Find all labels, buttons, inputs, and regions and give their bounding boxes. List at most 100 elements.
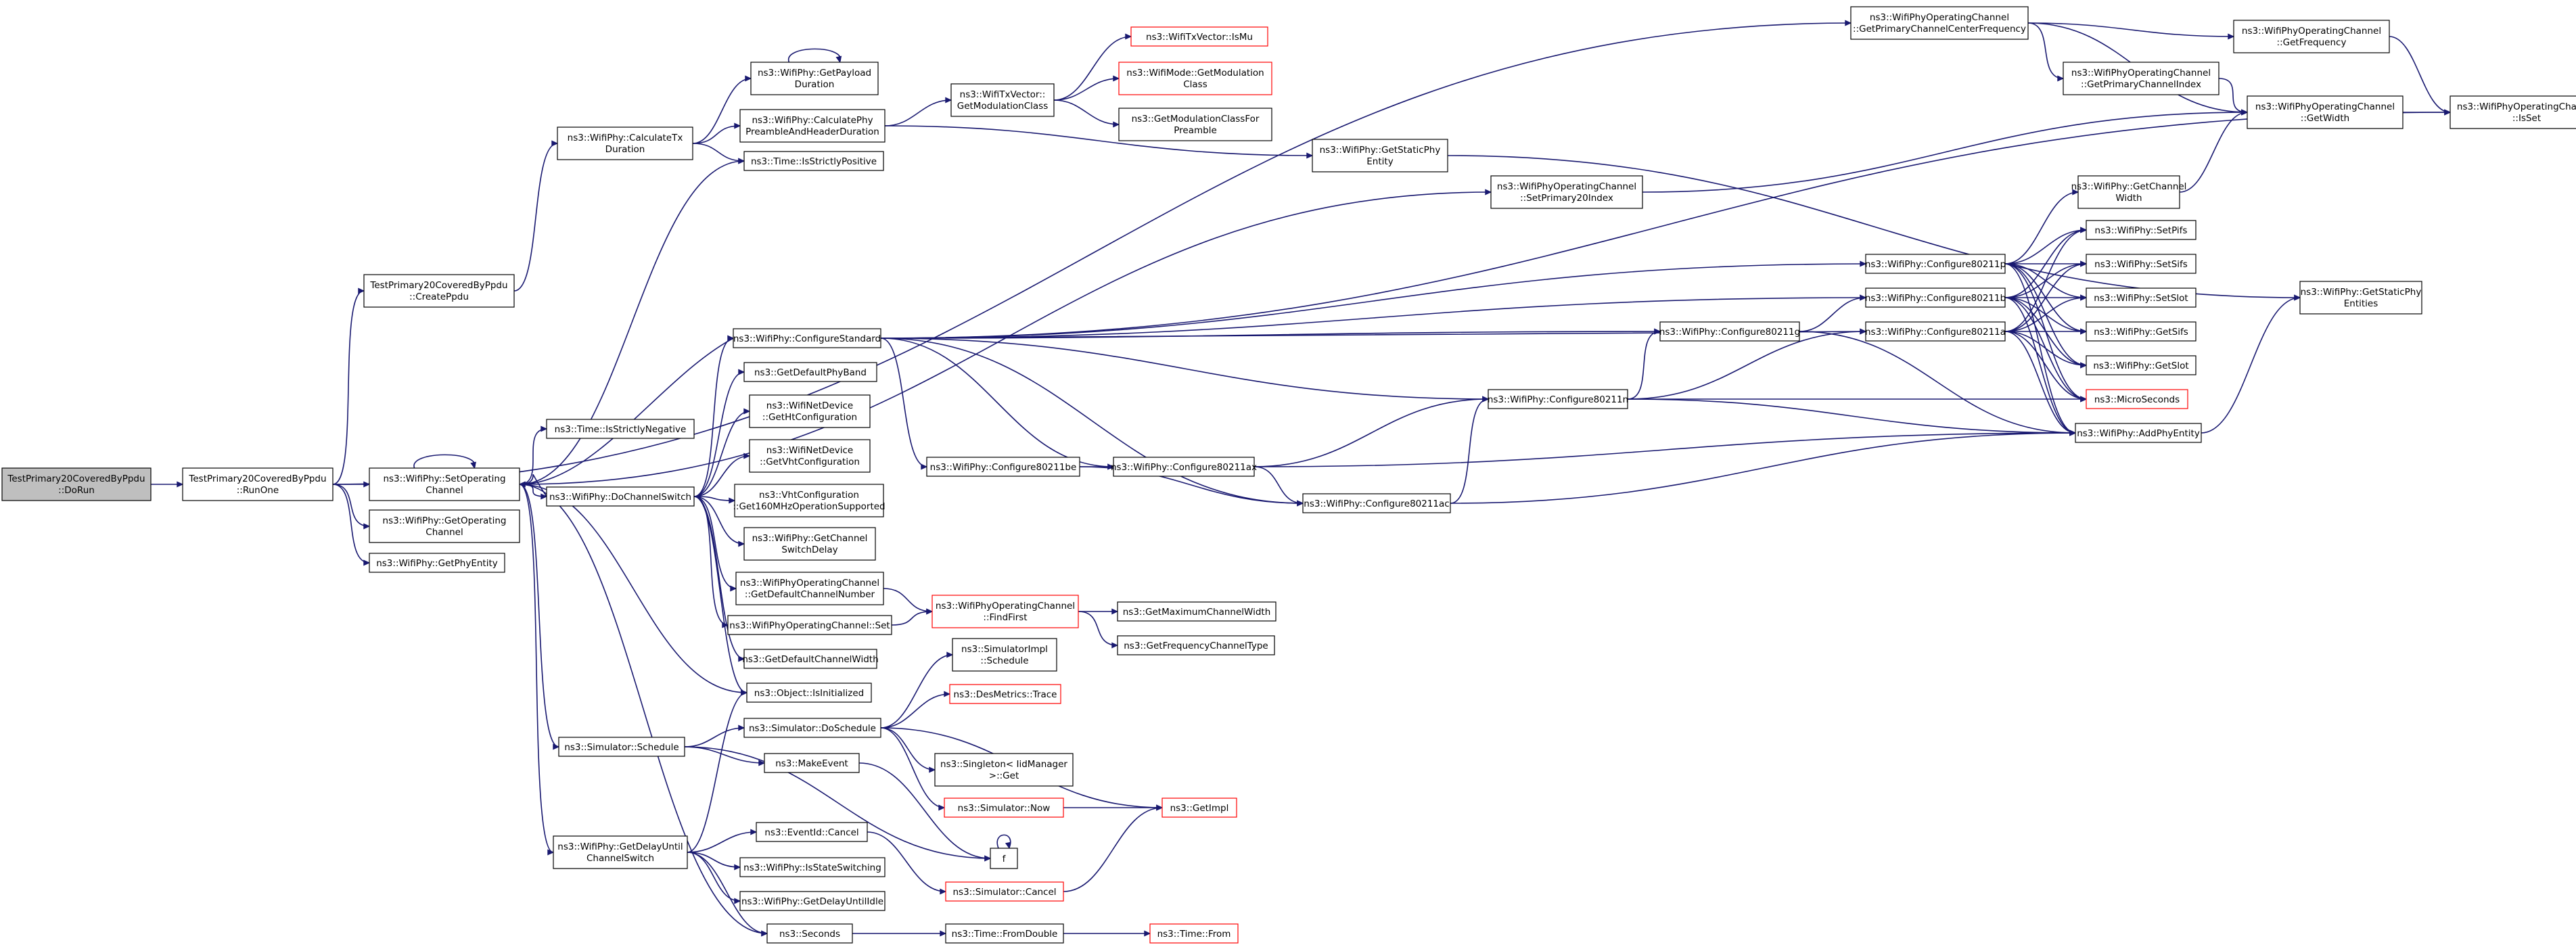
function-node[interactable]: ns3::VhtConfiguration::Get160MHzOperatio… (733, 484, 886, 517)
function-node[interactable]: f (990, 848, 1018, 869)
function-node[interactable]: ns3::WifiPhy::SetSifs (2086, 254, 2196, 274)
function-node[interactable]: ns3::WifiPhyOperatingChannel::GetFrequen… (2233, 20, 2390, 53)
function-node[interactable]: ns3::WifiPhyOperatingChannel::FindFirst (932, 595, 1079, 628)
function-node[interactable]: ns3::MicroSeconds (2086, 389, 2188, 409)
function-node[interactable]: ns3::WifiMode::GetModulationClass (1118, 62, 1272, 95)
function-node[interactable]: ns3::WifiPhy::ConfigureStandard (733, 328, 881, 348)
call-edge (880, 338, 1489, 400)
function-node[interactable]: ns3::WifiPhy::Configure80211p (1865, 254, 2006, 274)
node-label: TestPrimary20CoveredByPpdu (369, 280, 507, 291)
function-node[interactable]: ns3::WifiPhy::GetPhyEntity (369, 553, 505, 573)
function-node[interactable]: ns3::Object::IsInitialized (746, 683, 872, 703)
node-label: GetModulationClass (957, 101, 1049, 112)
function-node[interactable]: ns3::GetDefaultPhyBand (743, 362, 877, 382)
function-node[interactable]: ns3::Time::IsStrictlyNegative (546, 419, 695, 439)
function-node[interactable]: ns3::WifiPhy::GetDelayUntilIdle (739, 891, 886, 911)
function-node[interactable]: ns3::WifiPhy::AddPhyEntity (2075, 423, 2202, 443)
function-node[interactable]: ns3::SimulatorImpl::Schedule (952, 638, 1057, 672)
node-box (558, 737, 685, 757)
node-label: ns3::WifiPhyOperatingChannel (740, 578, 879, 588)
function-node[interactable]: TestPrimary20CoveredByPpdu::CreatePpdu (363, 274, 515, 308)
call-edge (519, 484, 559, 747)
function-node[interactable]: ns3::WifiTxVector::GetModulationClass (950, 83, 1055, 117)
function-node[interactable]: ns3::WifiPhy::Configure80211g (1659, 321, 1800, 342)
node-label: ns3::WifiPhy::Configure80211a (1865, 327, 2006, 338)
edge-arrowhead (547, 849, 555, 856)
function-node[interactable]: ns3::WifiPhy::SetPifs (2086, 220, 2196, 240)
node-label: ns3::GetDefaultChannelWidth (742, 654, 878, 665)
function-node[interactable]: ns3::WifiNetDevice::GetVhtConfiguration (749, 439, 871, 473)
edge-arrowhead (2057, 75, 2065, 82)
edge-arrowhead (2241, 109, 2249, 116)
node-box (749, 439, 871, 473)
function-node[interactable]: ns3::WifiPhyOperatingChannel::GetWidth (2247, 95, 2404, 129)
edge-arrowhead (1144, 930, 1151, 937)
call-edge (2004, 229, 2087, 298)
function-node[interactable]: ns3::WifiTxVector::IsMu (1130, 26, 1268, 47)
function-node[interactable]: ns3::EventId::Cancel (756, 822, 868, 842)
function-node[interactable]: ns3::WifiPhyOperatingChannel::GetPrimary… (1850, 6, 2029, 40)
function-node[interactable]: ns3::WifiPhy::DoChannelSwitch (546, 486, 695, 507)
edge-arrowhead (1845, 20, 1852, 26)
function-node[interactable]: ns3::WifiPhy::GetSlot (2086, 355, 2196, 375)
call-edge (1063, 807, 1163, 892)
function-node[interactable]: ns3::WifiPhy::Configure80211ax (1111, 457, 1257, 477)
call-edge (2027, 22, 2064, 79)
function-node[interactable]: ns3::GetFrequencyChannelType (1117, 635, 1275, 655)
function-node[interactable]: ns3::WifiPhyOperatingChannel::SetPrimary… (1490, 175, 1643, 209)
function-node[interactable]: ns3::WifiPhy::GetSifs (2086, 321, 2196, 342)
function-node[interactable]: ns3::WifiPhy::Configure80211a (1865, 321, 2006, 342)
node-box (764, 753, 860, 773)
function-node[interactable]: ns3::Simulator::Schedule (558, 737, 685, 757)
edge-arrowhead (2228, 33, 2235, 40)
function-node[interactable]: ns3::WifiPhyOperatingChannel::Set (727, 615, 892, 635)
function-node[interactable]: ns3::WifiNetDevice::GetHtConfiguration (749, 394, 871, 428)
node-box (1865, 254, 2006, 274)
function-node[interactable]: ns3::WifiPhyOperatingChannel::IsSet (2450, 95, 2576, 129)
call-edge (332, 22, 1852, 485)
function-node[interactable]: ns3::WifiPhy::Configure80211ac (1302, 493, 1451, 513)
function-node[interactable]: ns3::WifiPhy::Configure80211be (926, 457, 1080, 477)
function-node[interactable]: ns3::WifiPhyOperatingChannel::GetPrimary… (2063, 62, 2220, 95)
function-node[interactable]: ns3::Simulator::Cancel (945, 881, 1064, 902)
edge-arrowhead (921, 463, 928, 470)
function-node[interactable]: ns3::Time::FromDouble (945, 923, 1064, 944)
function-node[interactable]: ns3::GetMaximumChannelWidth (1117, 601, 1276, 622)
node-label: ns3::VhtConfiguration (759, 490, 859, 501)
function-node[interactable]: ns3::WifiPhy::CalculatePhyPreambleAndHea… (739, 109, 886, 143)
node-label: ::GetPrimaryChannelCenterFrequency (1853, 24, 2026, 34)
node-label: ns3::Object::IsInitialized (754, 688, 864, 699)
function-node[interactable]: ns3::WifiPhy::SetSlot (2086, 287, 2196, 308)
function-node[interactable]: ns3::MakeEvent (764, 753, 860, 773)
node-box (1117, 635, 1275, 655)
edge-arrowhead (2080, 227, 2088, 233)
function-node[interactable]: ns3::Time::IsStrictlyPositive (743, 151, 884, 171)
function-node[interactable]: ns3::WifiPhy::Configure80211b (1865, 287, 2006, 308)
function-node[interactable]: ns3::GetDefaultChannelWidth (742, 649, 879, 669)
function-nodes: TestPrimary20CoveredByPpdu::DoRunTestPri… (1, 6, 2576, 944)
function-node[interactable]: ns3::WifiPhy::Configure80211n (1488, 389, 1628, 409)
function-node[interactable]: ns3::DesMetrics::Trace (949, 684, 1061, 704)
function-node[interactable]: ns3::Seconds (766, 923, 853, 944)
function-node[interactable]: ns3::WifiPhyOperatingChannel::GetDefault… (735, 572, 884, 605)
function-node[interactable]: ns3::Simulator::DoSchedule (743, 718, 881, 738)
function-node[interactable]: TestPrimary20CoveredByPpdu::RunOne (182, 467, 334, 501)
function-node[interactable]: ns3::GetImpl (1162, 798, 1237, 818)
function-node[interactable]: ns3::Time::From (1149, 923, 1239, 944)
call-edge (332, 484, 370, 527)
edge-arrowhead (945, 97, 952, 103)
function-node[interactable]: ns3::WifiPhy::IsStateSwitching (739, 857, 886, 877)
node-label: Entity (1366, 156, 1393, 167)
function-node[interactable]: ns3::Singleton< IidManager>::Get (934, 753, 1074, 787)
function-node[interactable]: ns3::Simulator::Now (944, 798, 1064, 818)
